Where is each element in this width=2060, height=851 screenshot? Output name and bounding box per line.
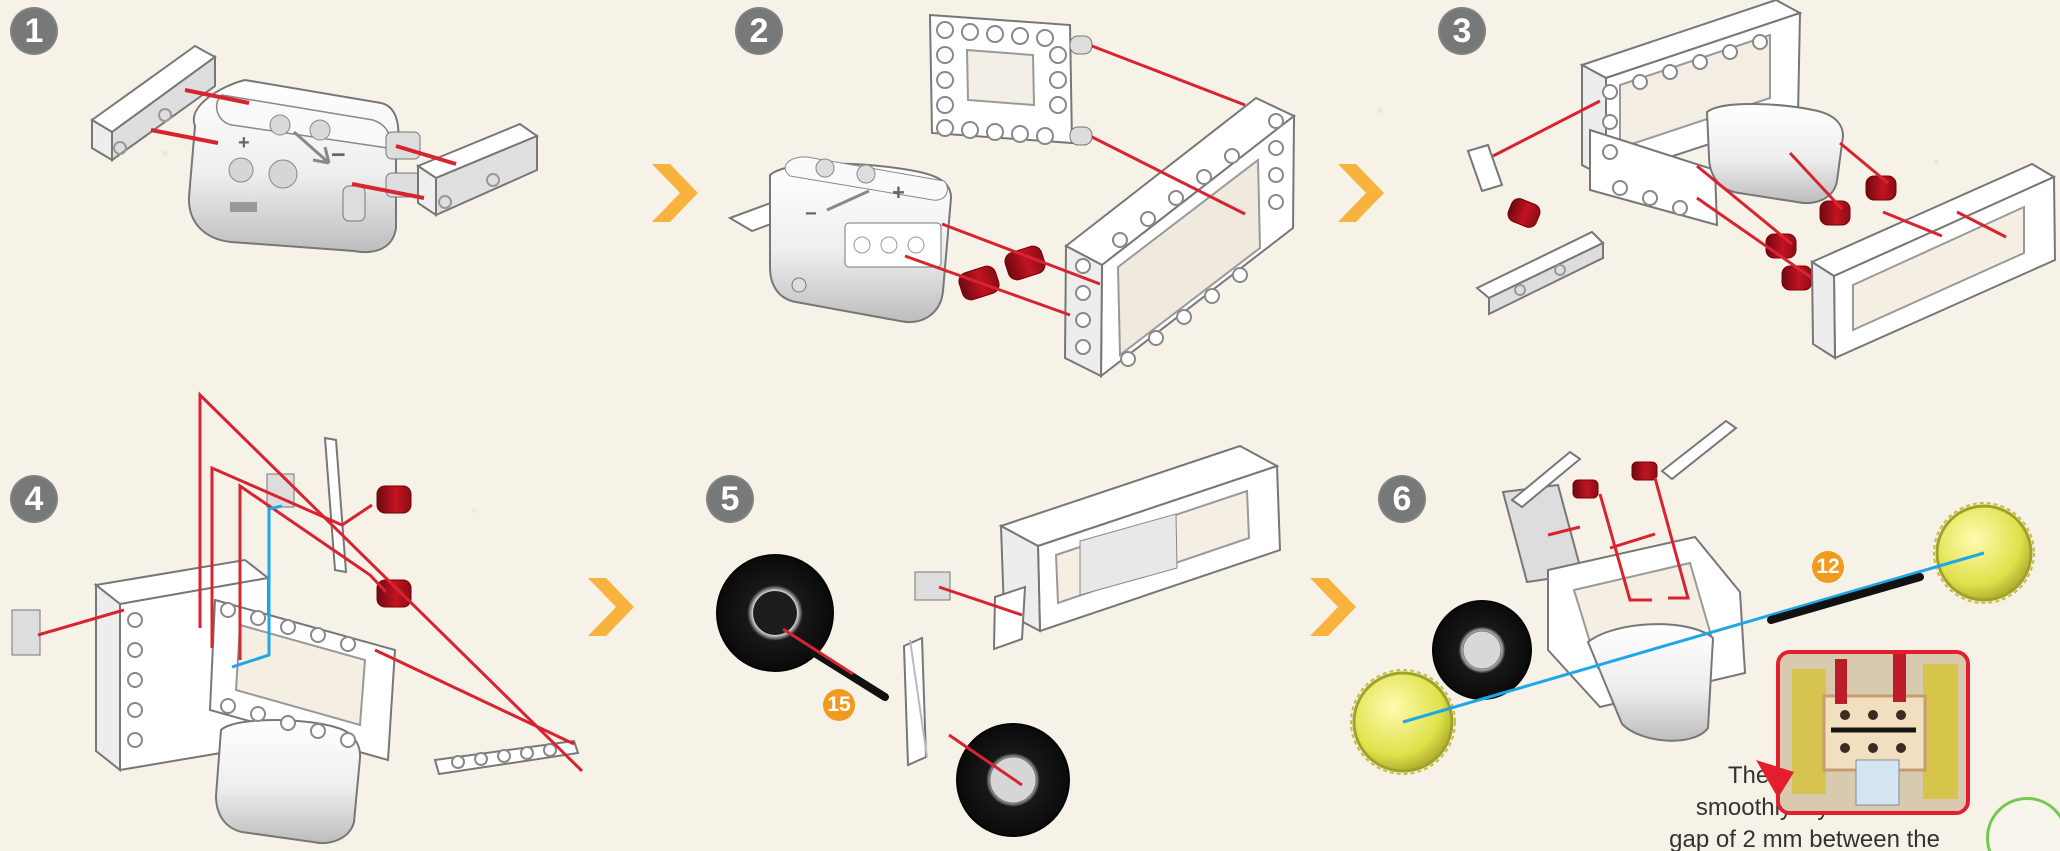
red-pointer-icon (1756, 760, 1794, 798)
step-5-illustration (717, 446, 1280, 836)
svg-text:−: − (805, 203, 817, 225)
step-1-illustration: + − (92, 46, 537, 252)
svg-text:−: − (331, 141, 346, 169)
quantity-12-badge: 12 (1812, 551, 1844, 583)
gear-gap-detail-inset (1776, 650, 1970, 815)
svg-text:+: + (892, 180, 905, 205)
svg-text:+: + (238, 132, 250, 154)
step-3-illustration (1468, 0, 2055, 358)
gear-gap-photo-illustration (1780, 654, 1966, 811)
step-4-illustration (12, 395, 582, 843)
step-2-illustration: − + (730, 15, 1294, 376)
quantity-15-badge: 15 (823, 689, 855, 721)
